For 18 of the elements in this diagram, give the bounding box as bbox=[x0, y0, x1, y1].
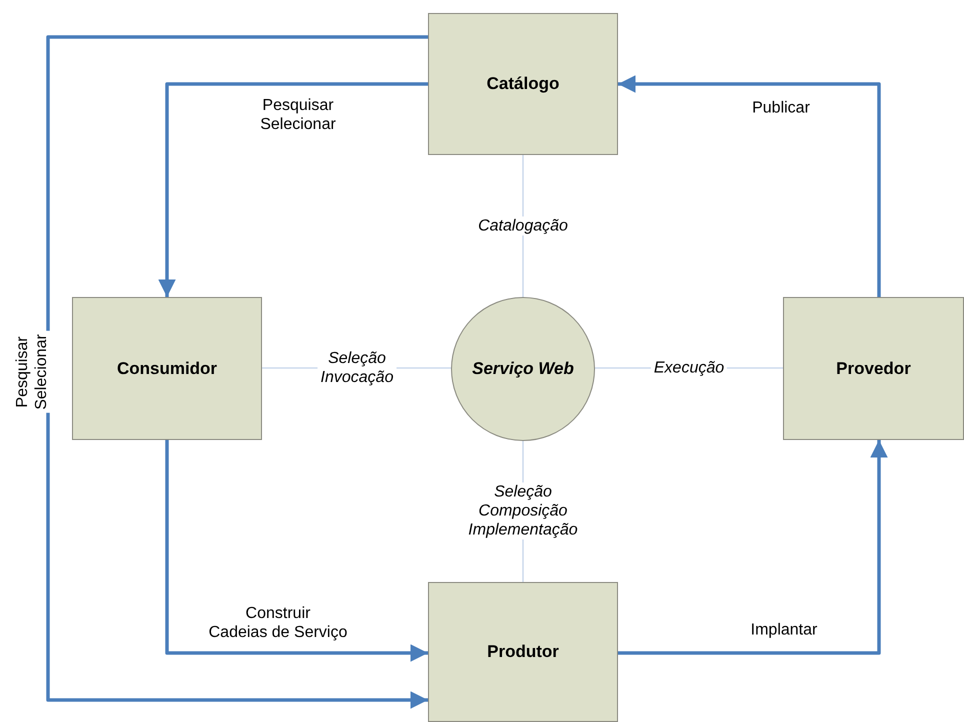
node-label: Provedor bbox=[836, 358, 911, 378]
process-box bbox=[428, 582, 618, 722]
process-box bbox=[428, 13, 618, 155]
arrow bbox=[158, 82, 428, 297]
process-box bbox=[783, 297, 964, 440]
edge-label: Execução bbox=[650, 358, 728, 378]
arrow bbox=[618, 75, 881, 297]
arrow bbox=[46, 35, 428, 709]
arrow bbox=[618, 440, 888, 655]
node-label: Consumidor bbox=[116, 358, 218, 378]
arrow bbox=[165, 440, 428, 662]
edge-label: Seleção Invocação bbox=[318, 349, 396, 387]
connector-line bbox=[522, 155, 524, 297]
edge-label: Pesquisar Selecionar bbox=[13, 331, 51, 413]
node-label: Produtor bbox=[487, 642, 559, 662]
process-box bbox=[72, 297, 262, 440]
node-label: Catálogo bbox=[486, 74, 560, 94]
node-label: Serviço Web bbox=[472, 359, 574, 379]
